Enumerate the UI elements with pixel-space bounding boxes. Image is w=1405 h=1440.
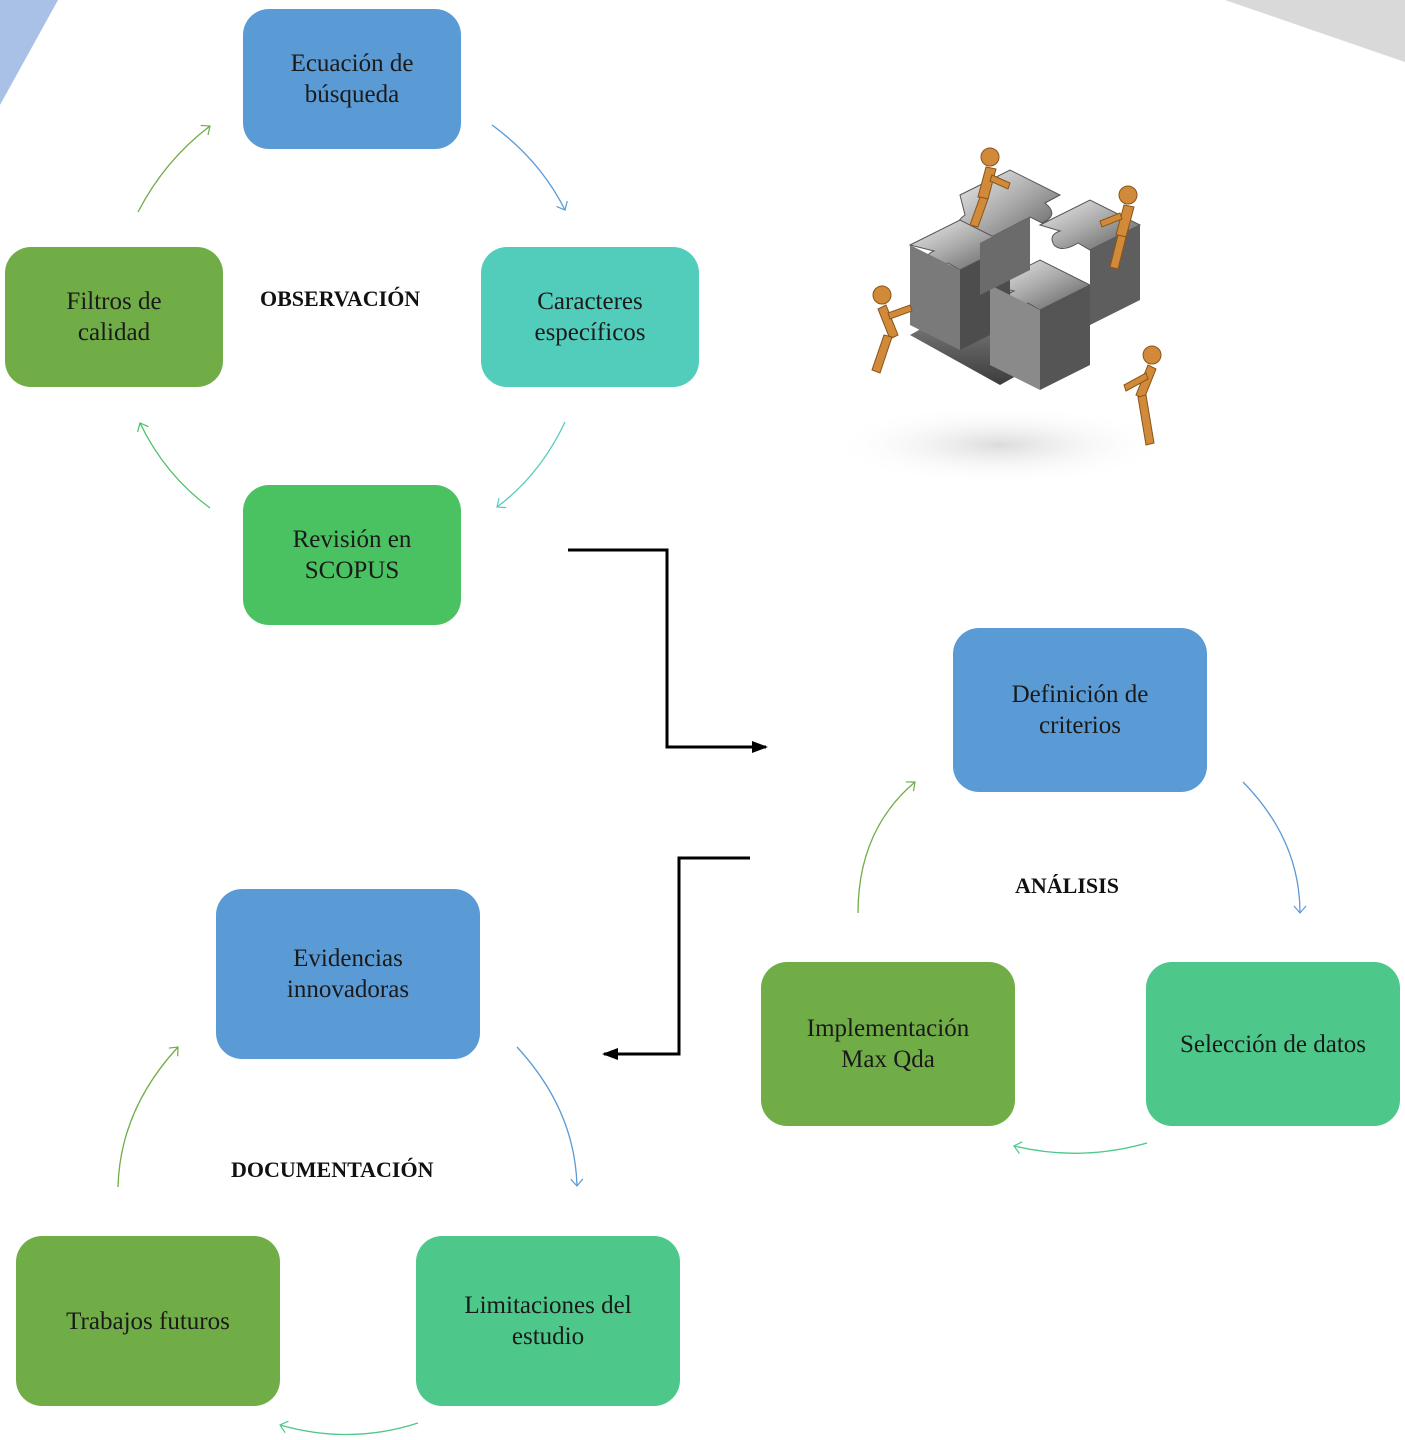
arrow-filtros-to-ecuacion	[137, 124, 211, 213]
step-text-line2: búsqueda	[304, 81, 400, 108]
puzzle-teamwork-illustration	[830, 147, 1170, 485]
step-text-line2: específicos	[534, 319, 646, 346]
step-text-line1: Ecuación de	[290, 50, 414, 77]
step-text-line2: estudio	[511, 1323, 585, 1350]
arrow-analisis-to-documentacion	[602, 856, 750, 1060]
arrow-definicion-to-seleccion	[1242, 781, 1307, 914]
step-ecuacion-de-busqueda: Ecuación de búsqueda	[243, 9, 461, 149]
arrow-implementacion-to-definicion	[857, 781, 916, 914]
arrow-ecuacion-to-caracteres	[491, 124, 568, 211]
step-text-line1: Filtros de	[66, 288, 162, 315]
step-trabajos-futuros: Trabajos futuros	[16, 1236, 280, 1406]
step-text-line1: Caracteres	[537, 288, 643, 315]
step-text-line1: Definición de	[1011, 681, 1149, 708]
arrow-trabajos-to-evidencias	[117, 1046, 179, 1188]
cycle-label-analisis: ANÁLISIS	[1015, 873, 1119, 898]
step-seleccion-de-datos: Selección de datos	[1146, 962, 1400, 1126]
arrow-caracteres-to-revision	[496, 421, 566, 509]
arrow-revision-to-filtros	[137, 422, 211, 509]
step-definicion-de-criterios: Definición de criterios	[953, 628, 1207, 792]
arrow-observacion-to-analisis	[568, 548, 768, 753]
step-revision-en-scopus: Revisión en SCOPUS	[243, 485, 461, 625]
step-text-line1: Selección de datos	[1179, 1030, 1367, 1058]
arrow-limitaciones-to-trabajos	[279, 1420, 419, 1436]
step-text-line2: SCOPUS	[304, 557, 400, 584]
step-text-line1: Evidencias	[293, 945, 403, 972]
step-filtros-de-calidad: Filtros de calidad	[5, 247, 223, 387]
step-text-line1: Trabajos futuros	[66, 1307, 230, 1335]
corner-decoration-right	[1225, 0, 1405, 62]
step-text-line1: Implementación	[806, 1015, 970, 1042]
step-text-line1: Revisión en	[292, 526, 412, 553]
step-text-line1: Limitaciones del	[464, 1292, 632, 1319]
step-text-line2: calidad	[77, 319, 151, 346]
step-caracteres-especificos: Caracteres específicos	[481, 247, 699, 387]
step-evidencias-innovadoras: Evidencias innovadoras	[216, 889, 480, 1059]
step-text-line2: Max Qda	[841, 1046, 935, 1073]
arrow-evidencias-to-limitaciones	[516, 1046, 584, 1187]
step-text-line2: criterios	[1039, 712, 1121, 739]
step-limitaciones-del-estudio: Limitaciones del estudio	[416, 1236, 680, 1406]
corner-decoration-left	[0, 0, 58, 105]
arrow-seleccion-to-implementacion	[1013, 1141, 1148, 1154]
cycle-label-observacion: OBSERVACIÓN	[260, 286, 421, 311]
step-text-line2: innovadoras	[286, 976, 410, 1003]
cycle-label-documentacion: DOCUMENTACIÓN	[231, 1157, 434, 1182]
